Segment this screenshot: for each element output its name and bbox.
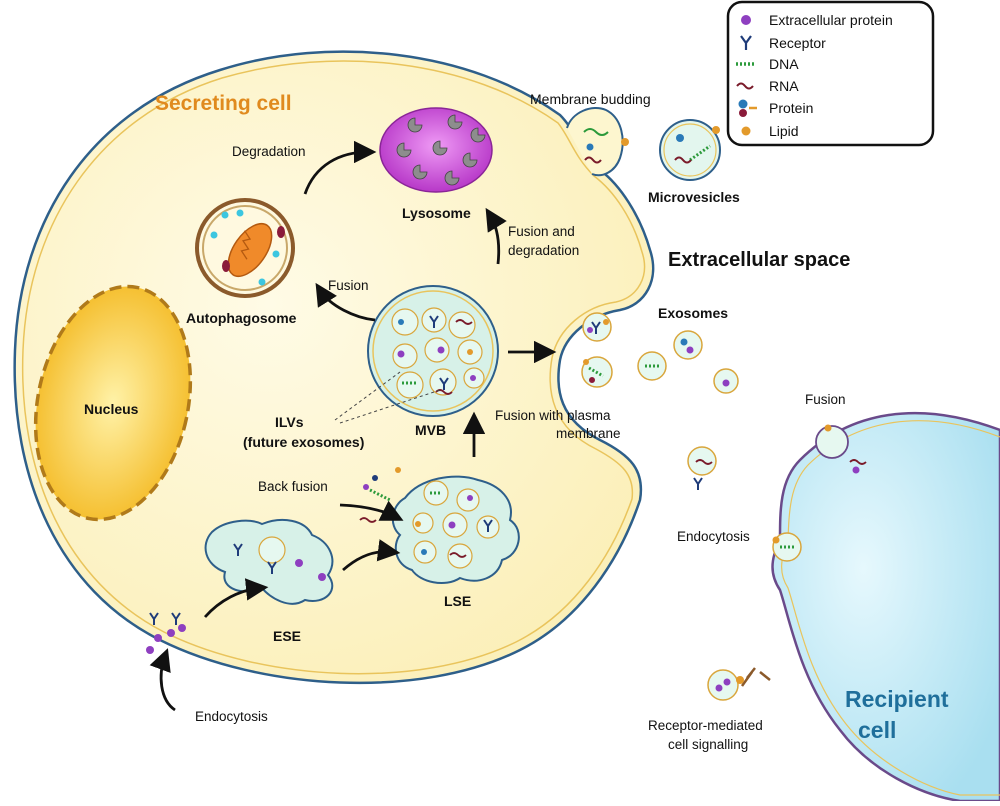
legend-label-extracellular-protein: Extracellular protein: [769, 12, 893, 28]
future-exosomes-label: (future exosomes): [243, 434, 364, 450]
recipient-endocytosis: [773, 533, 802, 561]
exosome-release-pocket: [582, 313, 612, 387]
recipient-cell-label-2: cell: [858, 717, 896, 743]
mvb-label: MVB: [415, 422, 446, 438]
receptor-signalling: [736, 668, 770, 686]
fusion-plasma-label-2: membrane: [556, 426, 621, 441]
free-exosomes: [638, 331, 738, 700]
lse: [393, 477, 519, 583]
recipient-cell-label-1: Recipient: [845, 686, 949, 712]
membrane-budding-label: Membrane budding: [530, 91, 651, 107]
exosome-cargo: [645, 339, 731, 692]
legend-label-rna: RNA: [769, 78, 799, 94]
fusion-recipient-label: Fusion: [805, 392, 846, 407]
legend-label-protein: Protein: [769, 100, 813, 116]
autophagosome: [197, 200, 293, 296]
degradation-label: Degradation: [232, 144, 306, 159]
legend-label-dna: DNA: [769, 56, 799, 72]
extracellular-space-label: Extracellular space: [668, 249, 850, 271]
microvesicles-label: Microvesicles: [648, 189, 740, 205]
secreting-cell-label: Secreting cell: [155, 92, 292, 115]
lysosome-label: Lysosome: [402, 205, 471, 221]
lysosome: [380, 108, 492, 192]
back-fusion-label: Back fusion: [258, 479, 328, 494]
lipid-icon: [742, 127, 751, 136]
microvesicle: [660, 120, 720, 180]
legend-label-lipid: Lipid: [769, 123, 799, 139]
ese-label: ESE: [273, 628, 301, 644]
purple-dot-icon: [741, 15, 751, 25]
legend: Extracellular protein Receptor DNA RNA P…: [728, 2, 933, 145]
receptor-mediated-label-1: Receptor-mediated: [648, 718, 763, 733]
fusion-plasma-label-1: Fusion with plasma: [495, 408, 611, 423]
autophagosome-label: Autophagosome: [186, 310, 297, 326]
legend-label-receptor: Receptor: [769, 35, 826, 51]
endocytosis-right-label: Endocytosis: [677, 529, 750, 544]
fusion-autophagosome-label: Fusion: [328, 278, 369, 293]
exosomes-label: Exosomes: [658, 305, 728, 321]
ilvs-label: ILVs: [275, 414, 304, 430]
endocytosis-bottom-label: Endocytosis: [195, 709, 268, 724]
fusion-and-label: Fusion and: [508, 224, 575, 239]
mvb: [368, 286, 498, 416]
lse-label: LSE: [444, 593, 471, 609]
receptor-mediated-label-2: cell signalling: [668, 737, 748, 752]
nucleus-label: Nucleus: [84, 401, 139, 417]
degradation2-label: degradation: [508, 243, 579, 258]
